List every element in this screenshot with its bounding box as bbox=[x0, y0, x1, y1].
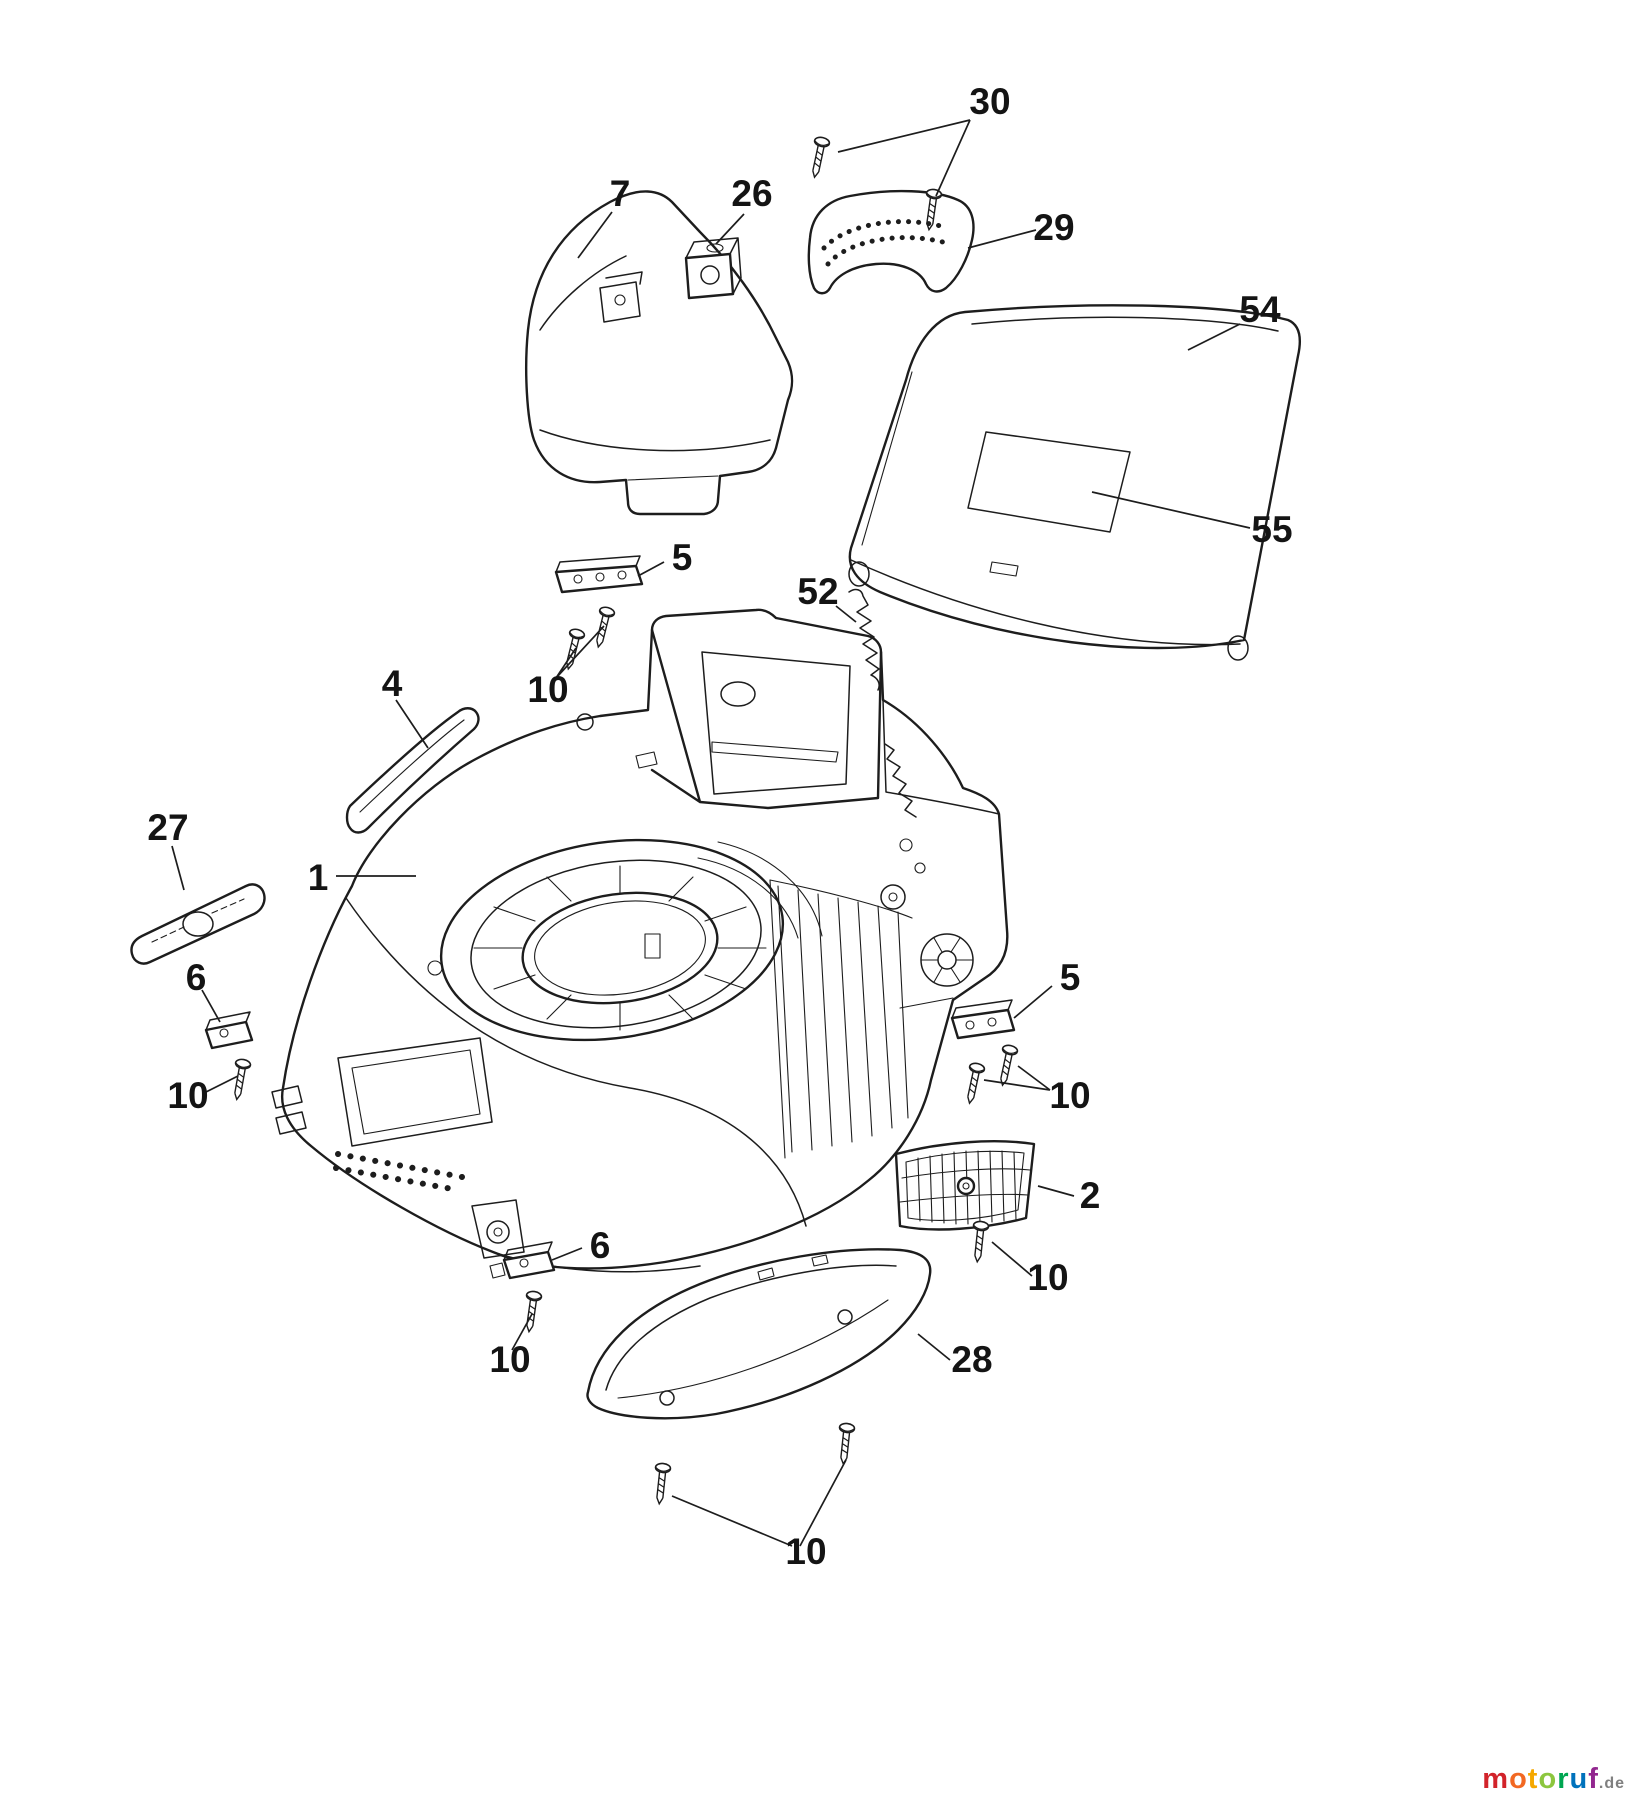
part-label-7: 7 bbox=[610, 173, 631, 214]
screw-icon bbox=[650, 1461, 672, 1506]
part-label-6a: 6 bbox=[186, 957, 207, 998]
clip-lower bbox=[489, 1241, 556, 1280]
spacer-block bbox=[684, 237, 742, 300]
part-label-10c: 10 bbox=[1049, 1075, 1090, 1116]
clip-right bbox=[950, 999, 1016, 1040]
logo-letter: m bbox=[1482, 1763, 1510, 1795]
vent-grille bbox=[894, 1140, 1036, 1231]
part-label-26: 26 bbox=[731, 173, 772, 214]
part-label-1: 1 bbox=[308, 857, 329, 898]
part-label-5b: 5 bbox=[1060, 957, 1081, 998]
leader-lines bbox=[171, 119, 1251, 1547]
handle-grip bbox=[807, 189, 975, 295]
part-label-5a: 5 bbox=[672, 537, 693, 578]
logo-letter: u bbox=[1569, 1763, 1589, 1795]
part-label-10f: 10 bbox=[785, 1531, 826, 1572]
motoruf-logo: motoruf.de bbox=[1482, 1763, 1625, 1796]
rear-slats bbox=[769, 879, 913, 1159]
wolf-garten-badge bbox=[130, 883, 266, 965]
part-label-29: 29 bbox=[1033, 207, 1074, 248]
motor-cover bbox=[525, 190, 794, 516]
part-label-4: 4 bbox=[382, 663, 403, 704]
clip-upper bbox=[554, 555, 644, 594]
logo-suffix: .de bbox=[1598, 1775, 1625, 1792]
part-label-54: 54 bbox=[1239, 289, 1281, 330]
tension-spring bbox=[848, 588, 880, 691]
logo-letter: f bbox=[1588, 1763, 1599, 1795]
part-label-55: 55 bbox=[1251, 509, 1292, 550]
part-label-10b: 10 bbox=[167, 1075, 208, 1116]
part-label-10a: 10 bbox=[527, 669, 568, 710]
screw-icon bbox=[961, 1061, 987, 1106]
part-label-52: 52 bbox=[797, 571, 838, 612]
part-labels: 7 26 30 29 54 55 5 52 10 4 27 1 6 10 5 1… bbox=[147, 81, 1292, 1572]
part-label-10d: 10 bbox=[1027, 1257, 1068, 1298]
part-label-2: 2 bbox=[1080, 1175, 1101, 1216]
screw-icon bbox=[806, 135, 832, 180]
logo-letter: r bbox=[1557, 1763, 1570, 1795]
screw-icon bbox=[834, 1421, 856, 1466]
part-label-28: 28 bbox=[951, 1339, 992, 1380]
trim-strip bbox=[345, 707, 480, 834]
part-label-6b: 6 bbox=[590, 1225, 611, 1266]
part-label-30: 30 bbox=[969, 81, 1010, 122]
logo-letter: t bbox=[1527, 1763, 1539, 1795]
part-label-27: 27 bbox=[147, 807, 188, 848]
flap-sticker bbox=[967, 431, 1131, 533]
logo-letter: o bbox=[1509, 1763, 1528, 1795]
deck-housing bbox=[271, 608, 1009, 1273]
screw-icon bbox=[994, 1043, 1020, 1088]
blade-chamber-ribs bbox=[473, 865, 767, 1031]
clip-left bbox=[204, 1011, 254, 1050]
rear-flap bbox=[848, 304, 1302, 661]
part-label-10e: 10 bbox=[489, 1339, 530, 1380]
logo-letter: o bbox=[1538, 1763, 1558, 1795]
front-skirt bbox=[586, 1248, 932, 1420]
